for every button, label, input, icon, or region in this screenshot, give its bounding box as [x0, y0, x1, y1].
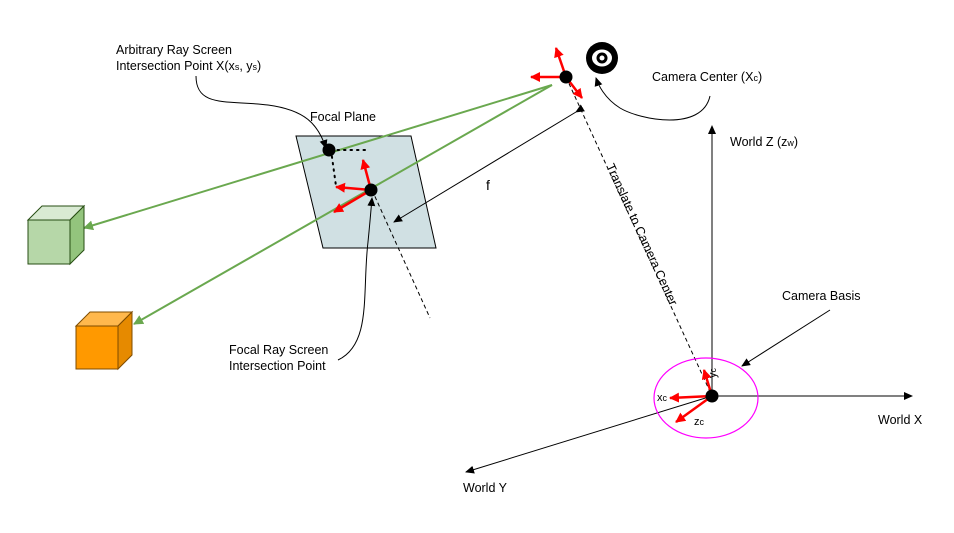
focal-intersection-point: [364, 183, 378, 197]
focal-plane-dotted-guide: [330, 149, 371, 187]
world-z-label: World Z (zw): [730, 135, 798, 149]
world-y-label: World Y: [463, 481, 508, 495]
eye-icon: [586, 42, 618, 74]
focal-axis-dashed: [371, 189, 431, 319]
basis-xc-label: xc: [657, 392, 668, 404]
translate-label: Translate to Camera Center: [603, 161, 680, 307]
callout-focal-ray: [337, 197, 376, 361]
focal-length-label: f: [486, 177, 490, 193]
arbitrary-ray-label-line1: Arbitrary Ray Screen: [116, 43, 232, 57]
arbitrary-intersection-point: [322, 143, 336, 157]
world-y-axis: [465, 395, 713, 474]
camera-basis-label: Camera Basis: [782, 289, 861, 303]
green-cube: [26, 204, 86, 266]
focal-length-arrow: [393, 104, 585, 223]
basis-yc-label: yc: [707, 368, 719, 379]
world-x-label: World X: [878, 413, 923, 427]
focal-ray-label-line2: Intersection Point: [229, 359, 326, 373]
camera-center-basis-arrows: [530, 47, 583, 99]
callout-camera-basis: [741, 309, 831, 367]
basis-zc-label: zc: [694, 416, 705, 428]
callout-camera-center: [594, 77, 711, 121]
focal-ray-label-line1: Focal Ray Screen: [229, 343, 328, 357]
focal-plane-label: Focal Plane: [310, 110, 376, 124]
camera-center-point: [559, 70, 573, 84]
camera-basis-ellipse: [653, 357, 759, 439]
orange-cube: [74, 310, 134, 371]
arbitrary-ray-label-line2: Intersection Point X(xs, ys): [116, 59, 261, 73]
callout-arbitrary-point: [195, 75, 328, 149]
translate-dashed-line: [565, 76, 713, 397]
camera-center-label: Camera Center (Xc): [652, 70, 762, 84]
world-origin-point: [705, 389, 719, 403]
